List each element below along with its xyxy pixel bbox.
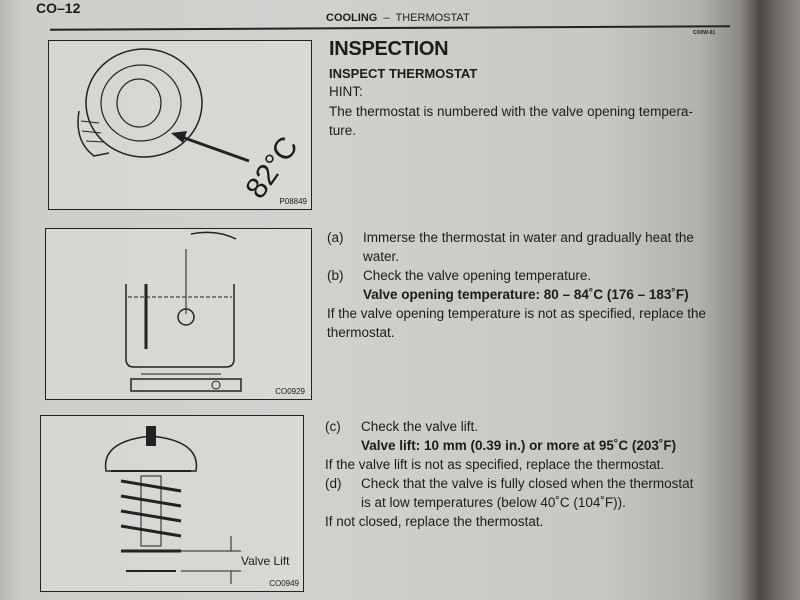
hint-line: ture. <box>329 123 357 138</box>
hint-line: The thermostat is numbered with the valv… <box>329 104 693 119</box>
step-tag: (b) <box>327 268 344 283</box>
step-d-text: Check that the valve is fully closed whe… <box>361 476 694 491</box>
step-d-text-cont: is at low temperatures (below 40˚C (104˚… <box>361 495 626 510</box>
header-separator: – <box>383 12 390 24</box>
thermostat-cutaway-illustration <box>104 426 241 584</box>
figure-id: CO0949 <box>269 579 299 588</box>
step-c-note: If the valve lift is not as specified, r… <box>325 457 665 472</box>
step-tag: (c) <box>325 419 341 434</box>
valve-lift-label: Valve Lift <box>241 554 290 568</box>
valve-opening-spec: Valve opening temperature: 80 – 84˚C (17… <box>363 287 689 302</box>
figure-thermostat-marking: 82°C P08849 <box>48 40 312 210</box>
step-a-text: Immerse the thermostat in water and grad… <box>363 230 694 245</box>
section-header: COOLING – THERMOSTAT <box>326 12 470 24</box>
header-subsection: THERMOSTAT <box>395 12 470 24</box>
header-section: COOLING <box>326 12 378 24</box>
steps-c-d: (c) Check the valve lift. Valve lift: 10 … <box>325 417 745 531</box>
step-b-note-cont: thermostat. <box>327 325 395 340</box>
step-d-note: If not closed, replace the thermostat. <box>325 514 544 529</box>
thermostat-top-illustration <box>77 48 250 163</box>
header-rule <box>49 25 731 31</box>
subsection-title: INSPECT THERMOSTAT <box>329 66 478 81</box>
hint-text: The thermostat is numbered with the valv… <box>329 102 693 140</box>
step-tag: (a) <box>327 230 344 245</box>
water-heating-illustration <box>125 231 242 392</box>
step-b-note: If the valve opening temperature is not … <box>327 306 706 321</box>
valve-lift-spec: Valve lift: 10 mm (0.39 in.) or more at … <box>361 438 677 453</box>
step-tag: (d) <box>325 476 342 491</box>
section-title: INSPECTION <box>329 38 449 60</box>
step-c-text: Check the valve lift. <box>361 419 479 434</box>
hint-label: HINT: <box>329 84 363 99</box>
step-a-text-cont: water. <box>363 249 400 264</box>
figure-valve-lift: Valve Lift CO0949 <box>40 415 304 592</box>
doc-code: CO0W-01 <box>693 30 716 36</box>
page-number: CO–12 <box>36 0 81 16</box>
steps-a-b: (a) Immerse the thermostat in water and g… <box>327 228 747 342</box>
figure-id: CO0929 <box>275 387 305 396</box>
step-b-text: Check the valve opening temperature. <box>363 268 592 283</box>
figure-heating-test: CO0929 <box>45 228 312 400</box>
figure-id: P08849 <box>279 197 307 206</box>
